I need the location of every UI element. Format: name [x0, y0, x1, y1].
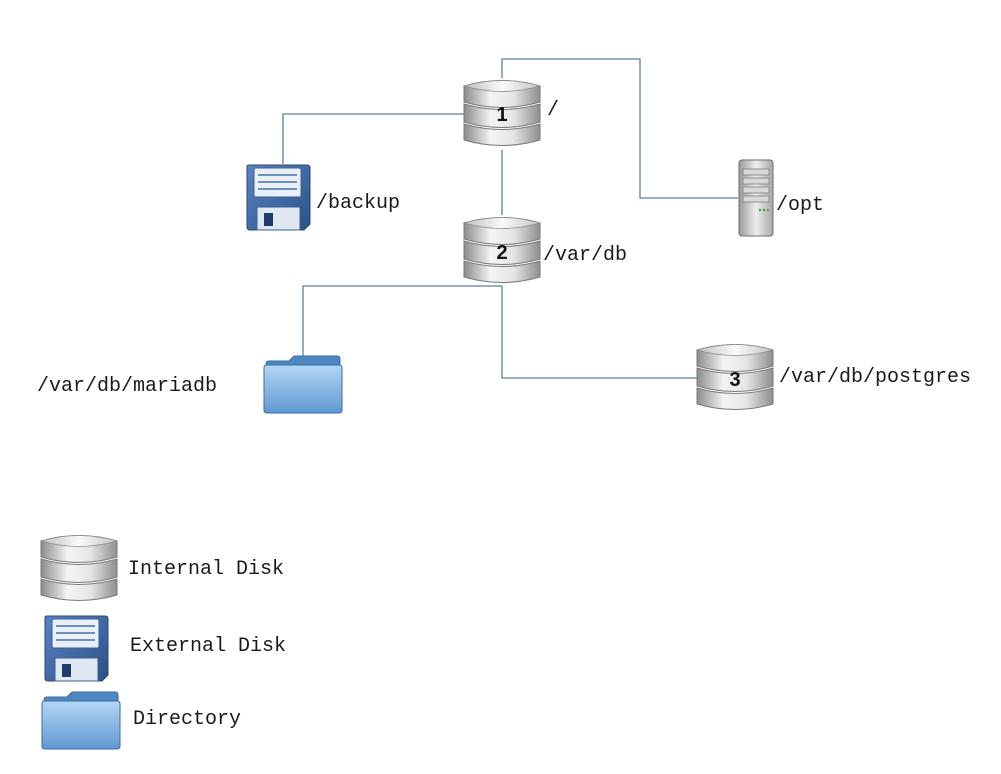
- node-opt[interactable]: /opt: [738, 159, 824, 237]
- legend-item-directory: Directory: [41, 691, 241, 750]
- edge-root-backup: [282, 113, 465, 164]
- edge-vardb-postgres: [501, 286, 697, 379]
- node-label-mariadb: /var/db/mariadb: [37, 375, 217, 398]
- node-label-root: /: [547, 99, 559, 122]
- internal-disk-icon: [40, 535, 118, 601]
- node-mariadb[interactable]: /var/db/mariadb: [37, 355, 343, 414]
- server-tower-icon: [738, 159, 774, 237]
- disk-number-3: 3: [729, 369, 740, 391]
- disk-number-2: 2: [496, 242, 507, 264]
- folder-icon: [263, 355, 343, 414]
- legend-label: Internal Disk: [128, 558, 284, 581]
- disk-number-1: 1: [496, 104, 507, 126]
- node-vardb[interactable]: 2 /var/db: [463, 217, 627, 283]
- edge-root-opt: [501, 58, 738, 199]
- legend: Internal Disk External Disk Directory: [40, 535, 286, 750]
- legend-item-external-disk: External Disk: [44, 615, 286, 682]
- node-label-vardb: /var/db: [543, 244, 627, 267]
- folder-icon: [41, 691, 121, 750]
- floppy-disk-icon: [44, 615, 109, 682]
- node-root[interactable]: 1 /: [463, 80, 559, 146]
- legend-label: External Disk: [130, 635, 286, 658]
- node-label-opt: /opt: [776, 194, 824, 217]
- node-backup[interactable]: /backup: [246, 164, 400, 231]
- connector-lines: [282, 58, 738, 379]
- legend-item-internal-disk: Internal Disk: [40, 535, 284, 601]
- node-label-backup: /backup: [316, 192, 400, 215]
- node-postgres[interactable]: 3 /var/db/postgres: [696, 344, 971, 410]
- edge-vardb-mariadb: [302, 285, 502, 360]
- legend-label: Directory: [133, 708, 241, 731]
- floppy-disk-icon: [246, 164, 311, 231]
- node-label-postgres: /var/db/postgres: [779, 366, 971, 389]
